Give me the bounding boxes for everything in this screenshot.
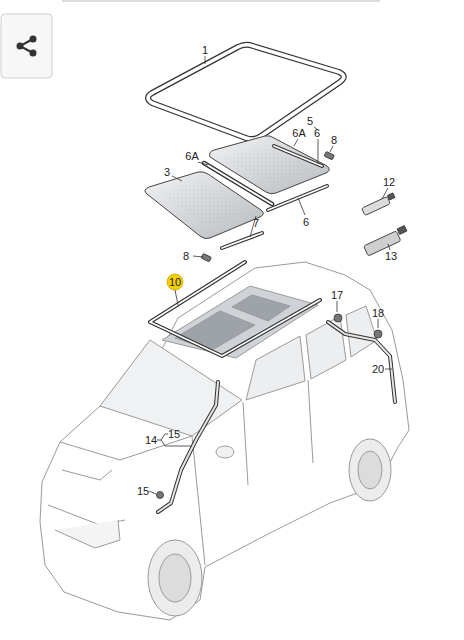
drain-hoses	[158, 322, 395, 512]
callout-number: 6A	[184, 150, 199, 162]
callout-number: 12	[382, 176, 396, 188]
roof-seal	[150, 262, 320, 356]
callout-number: 15	[136, 485, 150, 497]
callout-number: 6	[313, 127, 321, 139]
highlight-circle	[167, 274, 183, 290]
callout-number: 18	[371, 307, 385, 319]
callout-number: 1	[201, 44, 209, 56]
glass-panels	[145, 136, 329, 239]
seal-strips	[204, 146, 327, 248]
callout-number: 10	[168, 276, 182, 288]
top-rule	[62, 1, 380, 2]
callout-number: 3	[163, 166, 171, 178]
callout-number: 20	[371, 363, 385, 375]
callout-number: 7	[252, 217, 260, 229]
callout-number: 14	[144, 434, 158, 446]
callout-number: 13	[384, 250, 398, 262]
callout-number: 15	[167, 428, 181, 440]
callout-number: 8	[182, 250, 190, 262]
callout-number: 6A	[291, 127, 306, 139]
screws	[201, 151, 334, 261]
hose-clips	[157, 314, 383, 499]
callout-number: 5	[306, 115, 314, 127]
sealant-tubes	[362, 193, 407, 256]
leader-lines	[149, 56, 392, 494]
share-button	[1, 14, 52, 78]
frame-seal	[148, 45, 344, 139]
car-body	[40, 262, 409, 620]
callout-number: 17	[330, 289, 344, 301]
callout-number: 6	[302, 216, 310, 228]
callout-number: 8	[330, 134, 338, 146]
